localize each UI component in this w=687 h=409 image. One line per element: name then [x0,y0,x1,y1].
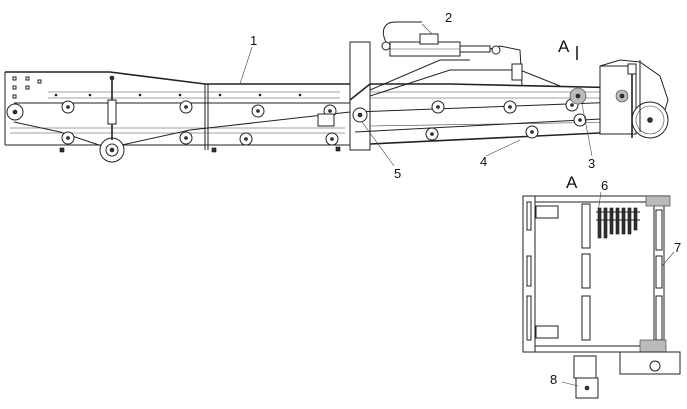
callout-8: 8 [550,372,557,387]
leader-lines [239,23,675,387]
callout-6: 6 [601,178,608,193]
callout-1: 1 [250,33,257,48]
conveyor-frame-section-1 [4,71,351,163]
callout-5: 5 [394,166,401,181]
callout-2: 2 [445,10,452,25]
conveyor-frame-section-4 [349,41,669,151]
callout-3: 3 [588,156,595,171]
view-title-a: A [566,173,578,192]
chain-assembly [596,207,640,239]
detail-view-a [522,195,681,399]
callout-labels: 1 2 3 4 5 6 7 8 A A [250,10,681,387]
hydraulic-cylinder [381,21,523,87]
view-marker-a: A [558,37,570,56]
callout-7: 7 [674,240,681,255]
callout-4: 4 [480,154,487,169]
